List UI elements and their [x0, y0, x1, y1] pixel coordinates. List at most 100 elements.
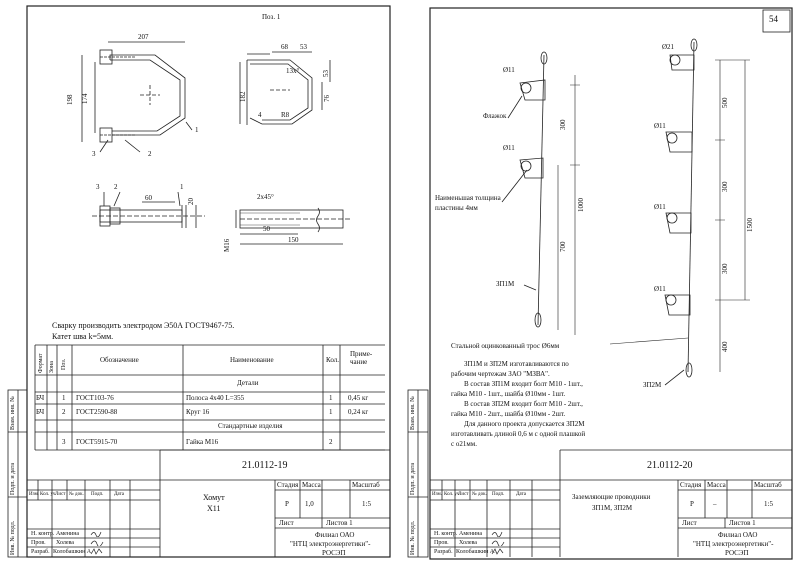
spec-row-3-designation: ГОСТ5915-70: [76, 438, 118, 446]
dim-o11-b: Ø11: [503, 144, 515, 152]
spec-header-qty: Кол.: [326, 356, 339, 364]
signature-razrab-right: [491, 548, 504, 555]
signature-nkontr: [90, 531, 102, 537]
dim-300-r2: 300: [721, 263, 729, 275]
strip-detail-view: [239, 51, 331, 125]
org-right-line3: РОСЭП: [725, 549, 749, 557]
org-right-line1: Филиал ОАО: [718, 531, 758, 539]
title-right-line1: Заземляющие проводники: [572, 493, 651, 501]
name-razrab: Колобашкин А.: [53, 549, 93, 555]
dim-4: 4: [258, 111, 262, 119]
spec-header-designation: Обозначение: [100, 356, 139, 364]
dim-53-side: 53: [322, 70, 330, 77]
page-number: 54: [769, 14, 778, 24]
callout-3: 3: [92, 150, 96, 158]
mass-label: Масса: [302, 481, 321, 489]
org-right-line2: "НТЦ электроэнергетики"-: [693, 540, 774, 548]
dim-207: 207: [138, 33, 149, 41]
left-drawing-lines: [7, 5, 391, 558]
spec-header-name: Наименование: [230, 356, 274, 364]
change-col-list: Лист: [55, 492, 66, 497]
dim-o11-e: Ø11: [654, 285, 666, 293]
spec-row-2-designation: ГОСТ2590-88: [76, 408, 118, 416]
callout-2: 2: [148, 150, 152, 158]
stage-label: Стадия: [277, 481, 299, 489]
doc-number-right: 21.0112-20: [647, 460, 693, 471]
spec-row-1-qty: 1: [329, 394, 333, 402]
callout-3b: 3: [96, 183, 100, 191]
change-col-date-right: Дата: [516, 492, 526, 497]
scale-value: 1:5: [362, 500, 371, 508]
scale-value-right: 1:5: [764, 500, 773, 508]
dim-60: 60: [145, 194, 152, 202]
dim-m16: M16: [223, 238, 231, 252]
spec-row-2-name: Круг 16: [186, 408, 210, 416]
note-line-6: гайка М10 - 2шт., шайба Ø10мм - 2шт.: [451, 410, 566, 418]
spec-row-2-format: БЧ: [36, 408, 45, 416]
doc-number: 21.0112-19: [242, 460, 288, 471]
dim-o11-a: Ø11: [503, 66, 515, 74]
spec-header-zone: Зона: [49, 361, 55, 373]
zp2m-label: ЗП2М: [643, 381, 662, 389]
spec-row-1-format: БЧ: [36, 394, 45, 402]
note-line-4: гайка М10 - 1шт., шайба Ø10мм - 1шт.: [451, 390, 566, 398]
change-col-kol: Кол. уч: [40, 492, 56, 497]
flag-label: Флажок: [483, 112, 507, 120]
dim-400: 400: [721, 341, 729, 353]
name-nkontr: Аменина: [56, 531, 80, 537]
role-razrab: Разраб.: [31, 549, 50, 555]
side-label-inv-right: Инв. № подл.: [410, 520, 416, 555]
stage-value-right: Р: [690, 500, 694, 508]
side-label-sign: Подп. и дата: [10, 462, 16, 495]
dim-20: 20: [187, 198, 195, 205]
side-label-sign-right: Подп. и дата: [410, 462, 416, 495]
spec-row-3-name: Гайка М16: [186, 438, 219, 446]
note-line-7: Для данного проекта допускается ЗП2М: [464, 420, 585, 428]
dim-53-top: 53: [300, 43, 307, 51]
role-razrab-right: Разраб.: [434, 549, 453, 555]
spec-row-section-standard: Стандартные изделия: [218, 422, 283, 430]
signature-razrab: [90, 548, 103, 555]
dim-o11-d: Ø11: [654, 203, 666, 211]
org-line3: РОСЭП: [322, 549, 346, 557]
callout-1: 1: [195, 126, 199, 134]
title-block-lines: [27, 449, 390, 557]
welding-note-line2: Катет шва k=5мм.: [52, 332, 114, 341]
scale-label: Масштаб: [352, 481, 380, 489]
spec-row-1-name: Полоса 4х40 L=355: [186, 394, 245, 402]
org-line1: Филиал ОАО: [315, 531, 355, 539]
org-line2: "НТЦ электроэнергетики"-: [290, 540, 371, 548]
role-nkontr: Н. контр.: [31, 531, 55, 537]
change-col-doc-right: № док.: [472, 492, 487, 497]
dim-150: 150: [288, 236, 299, 244]
mass-label-right: Масса: [707, 481, 726, 489]
side-label-vzam-right: Взам. инв. №: [410, 396, 416, 430]
spec-row-1-note: 0,45 кг: [348, 394, 369, 402]
dim-174: 174: [81, 93, 89, 105]
change-col-kol-right: Кол. уч: [444, 492, 460, 497]
zp1m-label: ЗП1М: [496, 280, 515, 288]
plate-thickness-line1: Наименьшая толщина: [435, 194, 501, 202]
dim-300-r1: 300: [721, 181, 729, 193]
spec-header-format: Формат: [38, 353, 44, 373]
cable-label: Стальной оцинкованный трос Ø6мм: [451, 342, 560, 350]
mass-value-right: –: [713, 500, 717, 508]
spec-header-pos: Поз.: [61, 358, 67, 370]
dim-76: 76: [323, 95, 331, 102]
change-col-izm: Изм.: [29, 492, 39, 497]
name-razrab-right: Колобашкин А.: [456, 549, 496, 555]
change-col-izm-right: Изм.: [432, 492, 442, 497]
change-col-doc: № док.: [69, 492, 84, 497]
spec-row-1-pos: 1: [62, 394, 66, 402]
dim-68: 68: [281, 43, 288, 51]
dim-300-left: 300: [559, 119, 567, 131]
title-right-line2: ЗП1М, ЗП2М: [592, 504, 633, 512]
sheet-label: Лист: [279, 519, 294, 527]
role-nkontr-right: Н. контр.: [434, 531, 458, 537]
spec-row-2-qty: 1: [329, 408, 333, 416]
note-line-9: с о21мм.: [451, 440, 477, 448]
signature-prov-right: [491, 540, 505, 546]
dim-chamfer: 2x45°: [257, 193, 274, 201]
spec-row-section-parts: Детали: [237, 379, 259, 387]
drawing-sheet-left: Поз. 1 207 198 174 68 53 53 13x° 182 76 …: [7, 5, 391, 558]
